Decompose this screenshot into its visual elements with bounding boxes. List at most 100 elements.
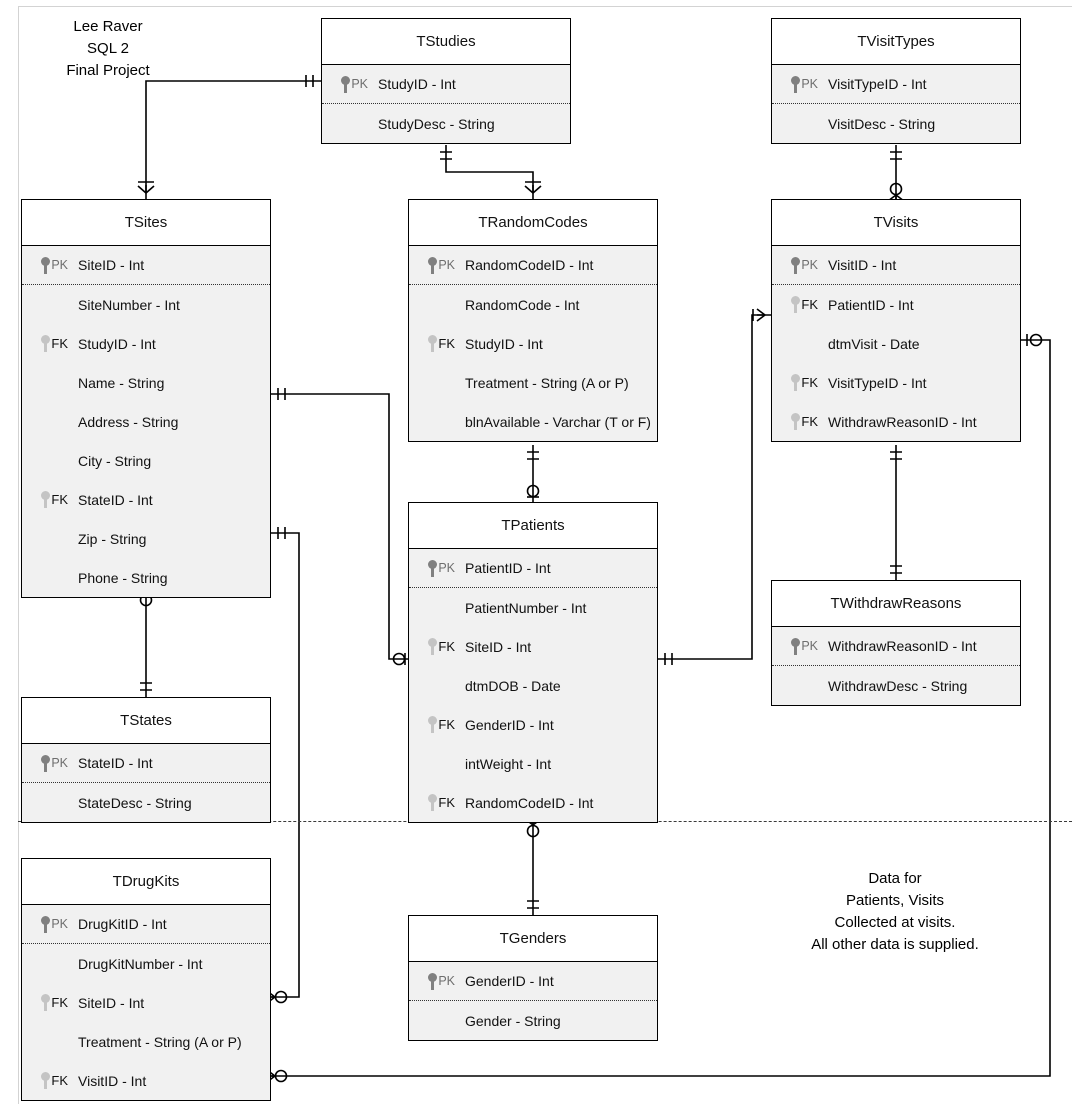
attribute-key-cell (22, 783, 70, 822)
attribute-name: RandomCode - Int (465, 296, 580, 313)
entity-title-twithdrawreasons: TWithdrawReasons (772, 581, 1020, 627)
attribute-key-cell (22, 944, 70, 983)
entity-title-tpatients: TPatients (409, 503, 657, 549)
attribute-row[interactable]: StateDesc - String (22, 783, 270, 822)
key-icon (791, 256, 801, 274)
key-icon (428, 638, 438, 655)
attribute-row[interactable]: Name - String (22, 363, 270, 402)
foreign-key-label: FK (51, 995, 68, 1010)
attribute-row[interactable]: DrugKitNumber - Int (22, 944, 270, 983)
key-icon (41, 1072, 51, 1089)
attribute-row[interactable]: intWeight - Int (409, 744, 657, 783)
attribute-key-cell: FK (22, 480, 70, 519)
attribute-key-cell (22, 363, 70, 402)
attribute-key-cell: FK (772, 285, 820, 324)
attribute-key-cell: PK (22, 246, 70, 284)
attribute-name: SiteID - Int (78, 257, 145, 273)
attribute-row[interactable]: dtmVisit - Date (772, 324, 1020, 363)
attribute-key-cell (22, 1022, 70, 1061)
attribute-row[interactable]: Treatment - String (A or P) (22, 1022, 270, 1061)
key-icon (791, 637, 801, 655)
attribute-name: Name - String (78, 374, 165, 391)
attribute-key-cell: FK (409, 705, 457, 744)
attribute-name: Address - String (78, 413, 179, 430)
attribute-name: RandomCodeID - Int (465, 257, 594, 273)
attribute-name: VisitTypeID - Int (828, 76, 927, 92)
entity-title-tvisittypes: TVisitTypes (772, 19, 1020, 65)
connector-sites-drugkits (266, 527, 300, 1004)
attribute-key-cell (409, 285, 457, 324)
primary-key-label: PK (438, 561, 455, 575)
connector-states-sites (137, 586, 155, 697)
foreign-key-label: FK (51, 1073, 68, 1088)
attribute-row[interactable]: WithdrawDesc - String (772, 666, 1020, 705)
title-line-course: SQL 2 (87, 40, 129, 57)
attribute-row[interactable]: blnAvailable - Varchar (T or F) (409, 402, 657, 441)
key-icon (41, 256, 51, 274)
attribute-key-cell (409, 1001, 457, 1040)
attribute-name: City - String (78, 452, 152, 469)
attribute-name: StateDesc - String (78, 794, 192, 811)
attribute-key-cell (409, 588, 457, 627)
attribute-row[interactable]: Zip - String (22, 519, 270, 558)
attribute-row[interactable]: Gender - String (409, 1001, 657, 1040)
diagram-title-block: Lee Raver SQL 2 Final Project (18, 16, 198, 82)
attribute-key-cell (22, 285, 70, 324)
diagram-note-block: Data for Patients, Visits Collected at v… (772, 868, 1018, 956)
title-line-author: Lee Raver (73, 18, 143, 35)
attribute-row[interactable]: dtmDOB - Date (409, 666, 657, 705)
attribute-row[interactable]: Treatment - String (A or P) (409, 363, 657, 402)
attribute-row[interactable]: PatientNumber - Int (409, 588, 657, 627)
attribute-row[interactable]: City - String (22, 441, 270, 480)
attribute-row[interactable]: VisitDesc - String (772, 104, 1020, 143)
note-line-4: All other data is supplied. (811, 936, 979, 953)
attribute-row[interactable]: RandomCode - Int (409, 285, 657, 324)
key-icon (428, 256, 438, 274)
attribute-key-cell: PK (22, 905, 70, 943)
attribute-key-cell: PK (772, 246, 820, 284)
attribute-row[interactable]: PK SiteID - Int (22, 246, 270, 285)
attribute-row[interactable]: Phone - String (22, 558, 270, 597)
key-icon (428, 716, 438, 733)
attribute-name: StudyDesc - String (378, 115, 495, 132)
attribute-row[interactable]: Address - String (22, 402, 270, 441)
attribute-row[interactable]: StudyDesc - String (322, 104, 570, 143)
note-line-2: Patients, Visits (845, 892, 945, 909)
note-line-1: Data for (868, 870, 922, 887)
attribute-row[interactable]: SiteNumber - Int (22, 285, 270, 324)
